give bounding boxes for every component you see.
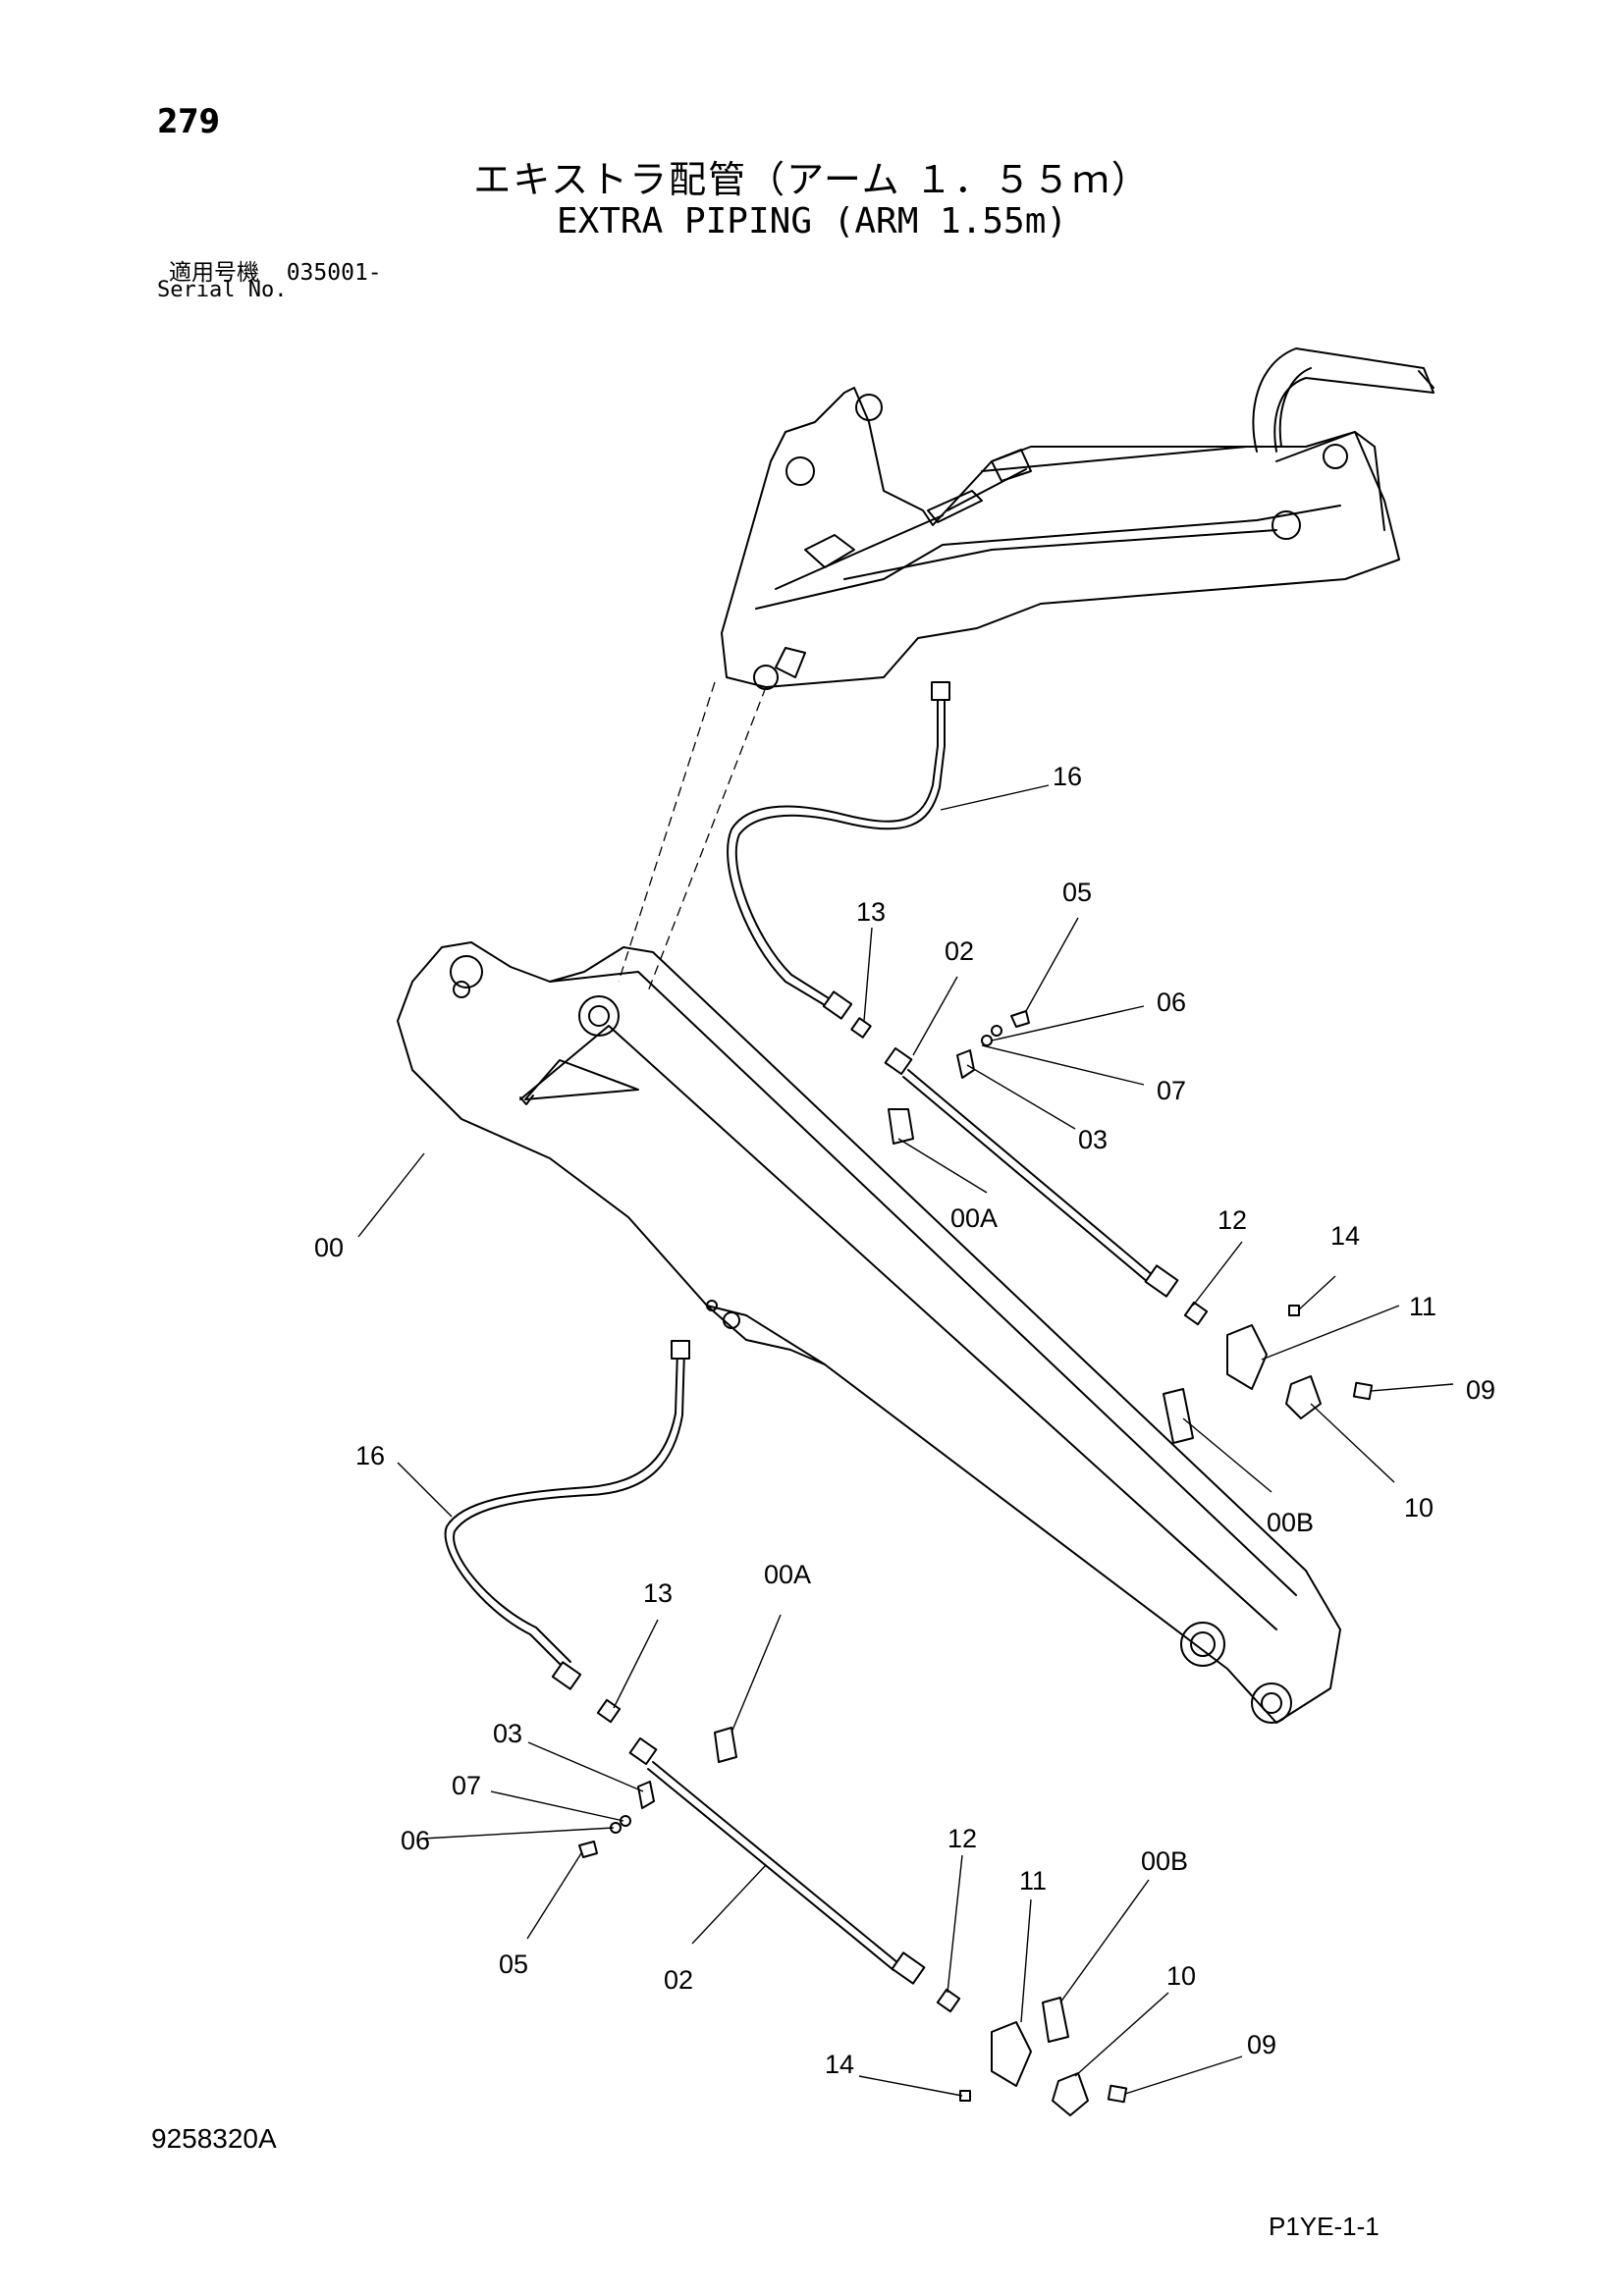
callout-09-bottom: 09 (1247, 2030, 1276, 2059)
callout-05-top: 05 (1062, 878, 1092, 907)
callout-12-top: 12 (1218, 1205, 1247, 1235)
upper-fittings (850, 1010, 1374, 1444)
hose-16-lower-fitting (671, 1340, 690, 1360)
callout-14-bottom: 14 (825, 2050, 854, 2079)
hose-16-upper (727, 691, 939, 1012)
arm-body (397, 941, 1341, 1724)
boom-assembly (721, 347, 1435, 690)
callout-16-bottom: 16 (355, 1441, 385, 1470)
hose-16-upper-end (822, 990, 853, 1020)
serial-label-jp-text: 適用号機 (169, 260, 259, 286)
callout-09-top: 09 (1466, 1375, 1495, 1405)
alignment-line-right (647, 686, 767, 992)
callout-06-top: 06 (1157, 988, 1186, 1017)
callout-02-bottom: 02 (664, 1965, 693, 1995)
hose-16-upper-fitting (931, 681, 950, 701)
serial-label-japanese: 適用号機 035001- (169, 253, 382, 287)
serial-number: 035001- (286, 260, 382, 286)
callout-00B-bottom: 00B (1141, 1846, 1188, 1876)
sheet-reference: P1YE-1-1 (1269, 2212, 1380, 2241)
callout-06-bottom: 06 (401, 1826, 430, 1855)
page-number: 279 (157, 102, 220, 141)
callout-14-top: 14 (1330, 1221, 1360, 1251)
title-japanese: エキストラ配管（アーム １．５５ｍ） (473, 158, 1151, 201)
callout-02-top: 02 (945, 936, 974, 966)
callout-00B-top: 00B (1267, 1508, 1314, 1537)
title-english: EXTRA PIPING (ARM 1.55m) (556, 201, 1068, 241)
leader-lines (357, 784, 1454, 2097)
callout-05-bottom: 05 (499, 1949, 528, 1979)
callout-00: 00 (314, 1233, 344, 1262)
callout-00A-top: 00A (950, 1203, 998, 1233)
callout-16-top: 16 (1053, 762, 1082, 791)
lower-fittings (578, 1698, 1128, 2116)
alignment-line-left (618, 681, 716, 983)
callout-10-top: 10 (1404, 1493, 1434, 1522)
callout-00A-bottom: 00A (764, 1560, 811, 1589)
callout-10-bottom: 10 (1166, 1961, 1196, 1991)
callout-13-bottom: 13 (643, 1578, 673, 1608)
callout-11-top: 11 (1409, 1292, 1436, 1321)
callout-labels: 00 16 05 13 02 06 07 03 00A 12 14 11 09 … (314, 762, 1495, 2079)
callout-13-top: 13 (856, 897, 886, 927)
hose-16-lower-end (551, 1661, 582, 1690)
callout-07-bottom: 07 (452, 1771, 481, 1800)
serial-label-english: Serial No. (157, 278, 288, 302)
callout-03-bottom: 03 (493, 1719, 522, 1748)
callout-07-top: 07 (1157, 1076, 1186, 1105)
hose-16-lower (444, 1349, 678, 1670)
callout-11-bottom: 11 (1019, 1866, 1047, 1896)
drawing-number: 9258320A (151, 2123, 277, 2154)
callout-12-bottom: 12 (947, 1824, 977, 1853)
callout-03-top: 03 (1078, 1125, 1108, 1154)
